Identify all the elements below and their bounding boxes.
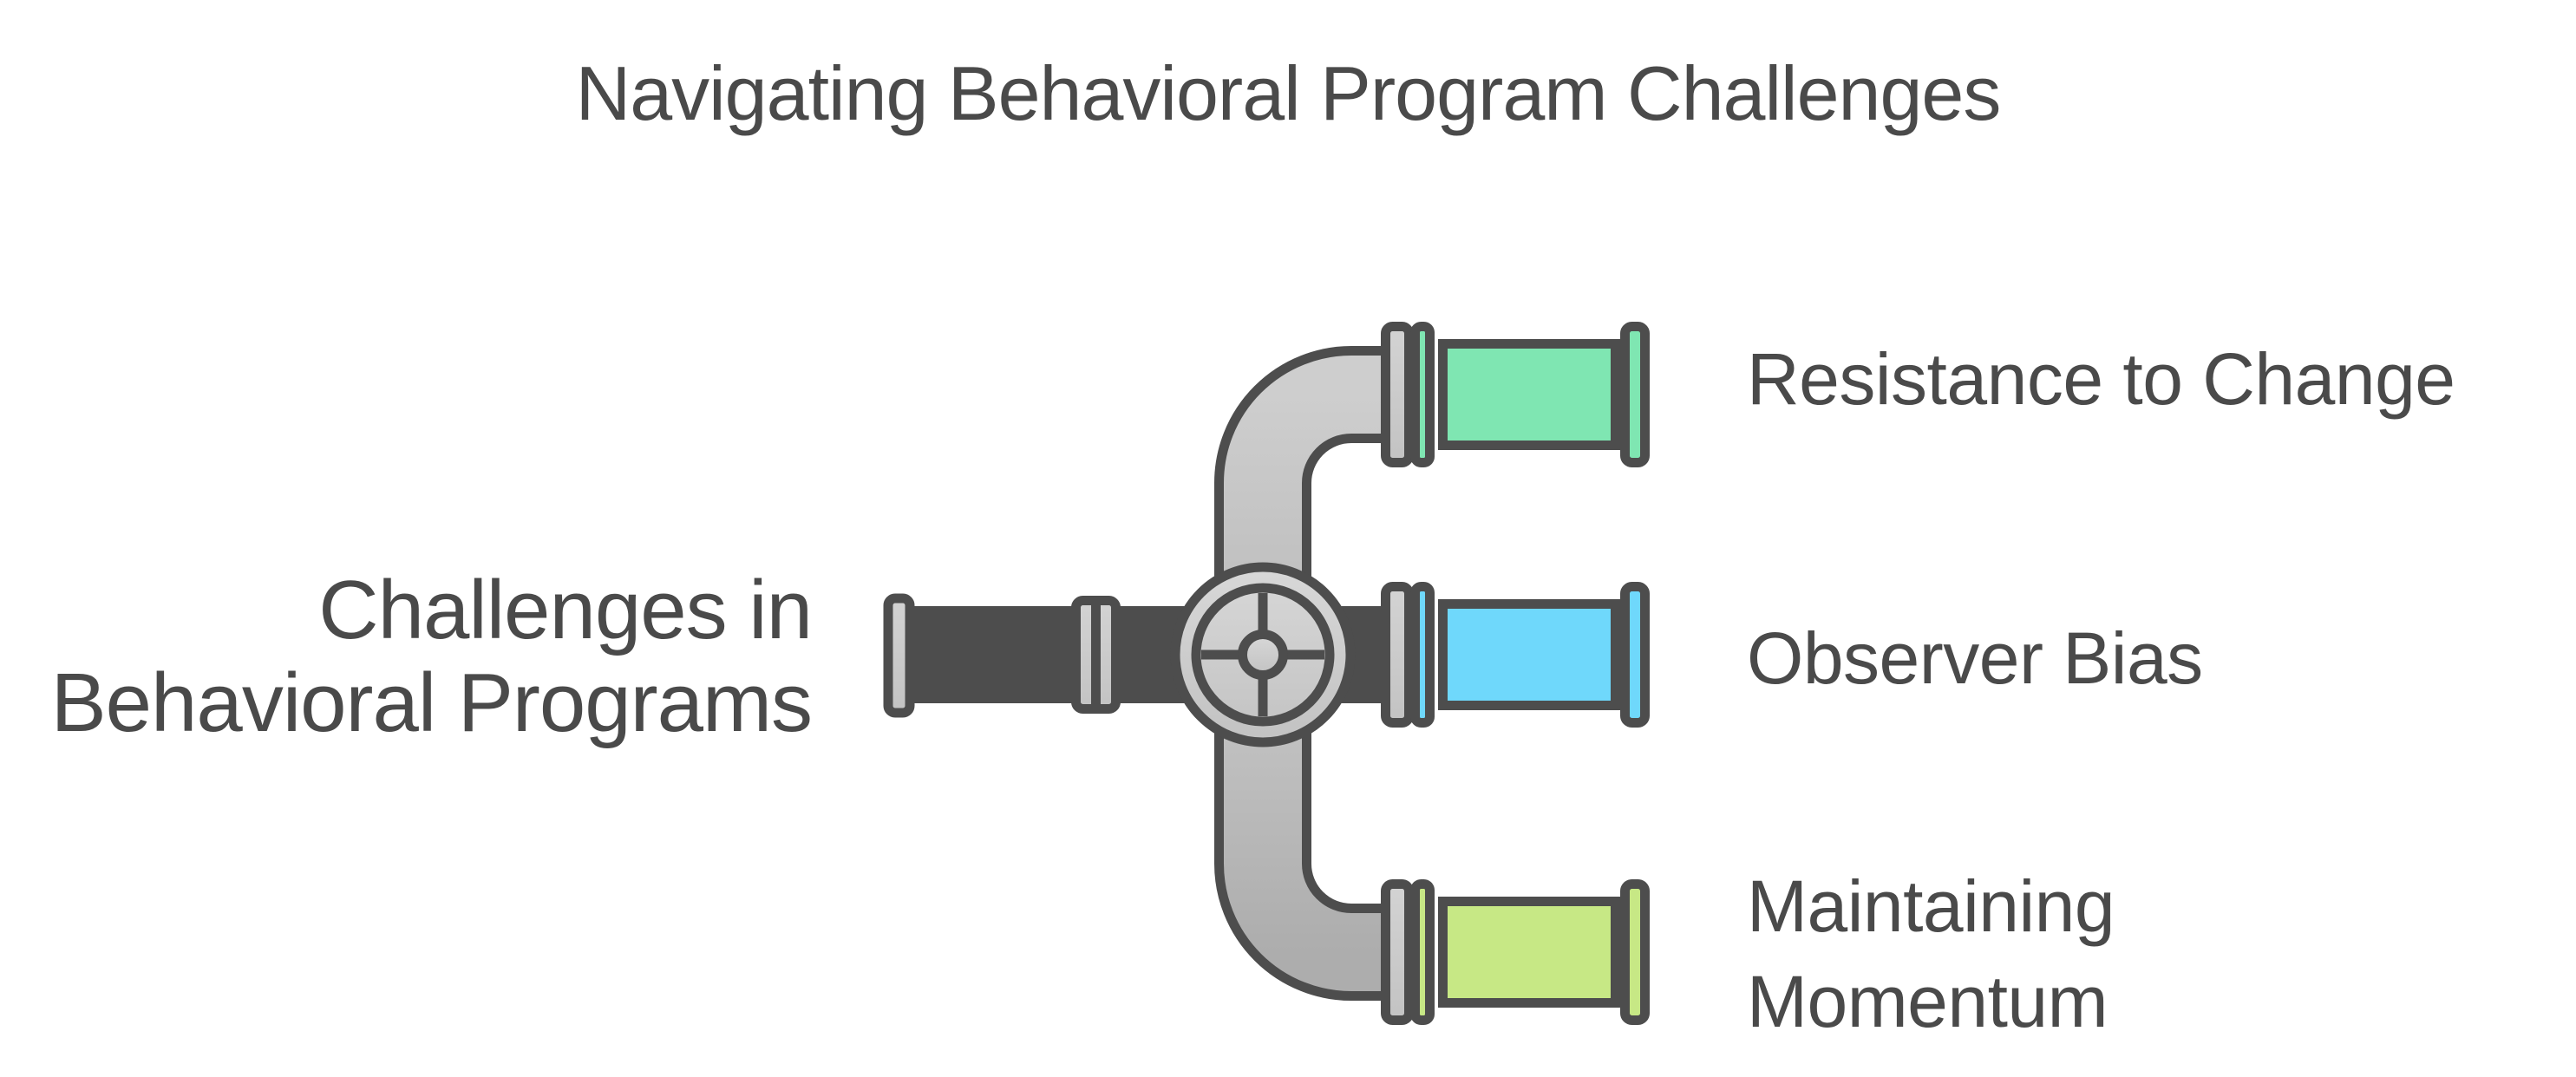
branch-pipe-observer xyxy=(1381,582,1650,728)
branch-gray-flange xyxy=(1381,322,1414,467)
bottom-elbow-pipe xyxy=(1214,637,1389,1001)
branch-color-band xyxy=(1410,582,1435,728)
source-pipe-end-cap xyxy=(883,593,915,718)
top-elbow-pipe xyxy=(1214,346,1389,672)
branch-label-momentum-line1: Maintaining xyxy=(1747,865,2115,947)
diagram-title: Navigating Behavioral Program Challenges xyxy=(576,50,2001,136)
branch-label-momentum-line2: Momentum xyxy=(1747,961,2108,1042)
valve-inner-ring xyxy=(1191,583,1335,727)
top-elbow-body xyxy=(1224,356,1389,672)
branch-pipe-body xyxy=(1438,599,1620,710)
source-label-line2: Behavioral Programs xyxy=(51,656,812,749)
branch-label-momentum: Maintaining Momentum xyxy=(1747,865,2115,1042)
branch-end-flange xyxy=(1620,322,1650,467)
branch-pipe-body xyxy=(1438,339,1620,450)
branch-gray-flange xyxy=(1381,582,1414,728)
source-label: Challenges in Behavioral Programs xyxy=(51,564,813,749)
source-label-line1: Challenges in xyxy=(318,564,812,656)
branch-label-resistance: Resistance to Change xyxy=(1747,338,2455,420)
valve-wheel xyxy=(1170,562,1356,747)
bottom-elbow-body xyxy=(1224,637,1389,991)
valve-hub xyxy=(1238,630,1288,680)
branch-end-flange xyxy=(1620,879,1650,1025)
branch-end-flange xyxy=(1620,582,1650,728)
branch-gray-flange xyxy=(1381,879,1414,1025)
branch-color-band xyxy=(1410,322,1435,467)
branch-pipe-momentum xyxy=(1381,879,1650,1025)
branch-pipe-resistance xyxy=(1381,322,1650,467)
pipe-network xyxy=(883,322,1650,1025)
branch-pipe-body xyxy=(1438,897,1620,1008)
branch-color-band xyxy=(1410,879,1435,1025)
branch-label-observer: Observer Bias xyxy=(1747,617,2203,699)
